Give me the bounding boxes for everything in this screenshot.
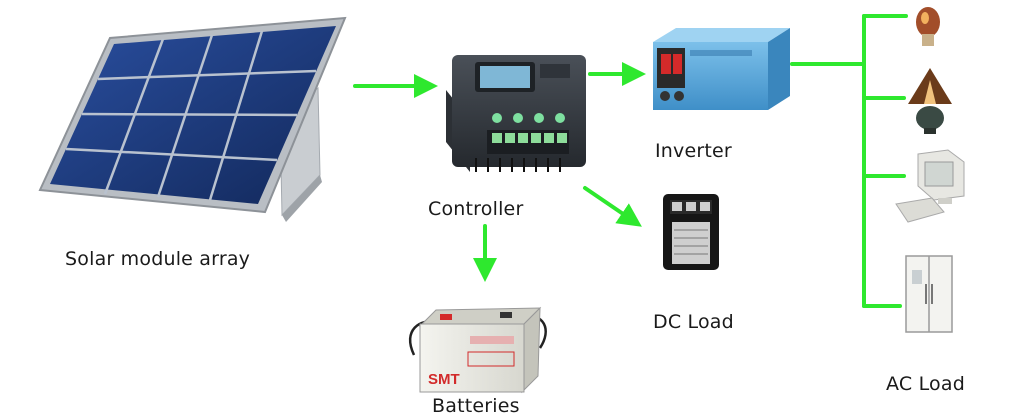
refrigerator-icon: [905, 255, 953, 333]
ac-load-bus: [790, 14, 908, 308]
flow-arrows: [353, 14, 908, 308]
dc-load-device-icon: [663, 194, 719, 270]
solar-array-label: Solar module array: [65, 248, 251, 270]
table-lamp-icon: [908, 68, 952, 134]
charge-controller-icon: [446, 55, 586, 172]
inverter-icon: [653, 28, 790, 110]
batteries-label: Batteries: [432, 395, 520, 417]
ac-load-label: AC Load: [886, 373, 965, 395]
battery-icon: SMT: [408, 306, 547, 394]
arrow-controller-to-dc-load: [583, 186, 642, 227]
dc-load-label: DC Load: [653, 311, 734, 333]
light-bulb-icon: [916, 7, 940, 46]
solar-panel-icon: [38, 16, 347, 222]
controller-label: Controller: [428, 198, 524, 220]
inverter-label: Inverter: [655, 140, 732, 162]
battery-brand-text: SMT: [428, 371, 460, 388]
computer-icon: [895, 149, 965, 223]
